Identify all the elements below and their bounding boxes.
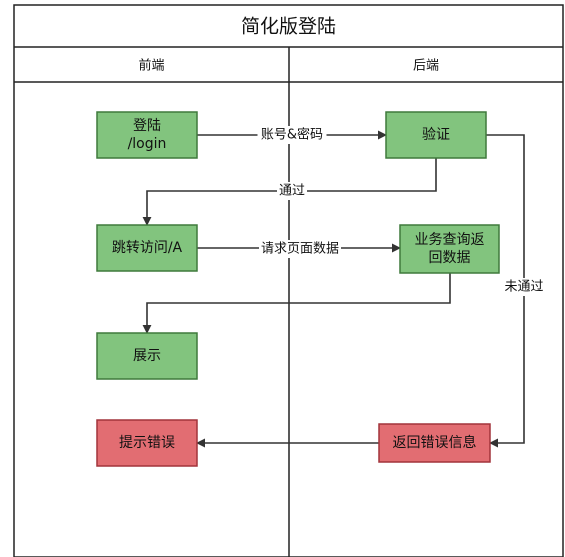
- node-label-login: 登陆: [133, 118, 161, 134]
- edge-e4: [142, 273, 451, 334]
- node-label-redirect: 跳转访问/A: [112, 240, 183, 256]
- diagram-title: 简化版登陆: [241, 16, 336, 38]
- node-label-verify: 验证: [422, 127, 450, 143]
- node-return_error[interactable]: 返回错误信息: [378, 423, 491, 463]
- node-verify[interactable]: 验证: [385, 111, 487, 159]
- node-box-query: [399, 224, 500, 274]
- node-label-login: /login: [128, 136, 167, 152]
- edge-label-e3: 请求页面数据: [261, 242, 339, 257]
- node-box-return_error: [378, 423, 491, 463]
- node-label-show: 展示: [133, 348, 161, 364]
- node-label-query: 业务查询返: [415, 232, 485, 248]
- edge-label-bg-e5: [502, 278, 546, 296]
- lane-label-frontend: 前端: [138, 58, 164, 74]
- edge-label-bg-e3: [259, 240, 341, 258]
- node-show[interactable]: 展示: [96, 332, 198, 380]
- edge-label-e1: 账号&密码: [261, 127, 323, 143]
- node-login[interactable]: 登陆/login: [96, 111, 198, 159]
- node-label-prompt_error: 提示错误: [119, 435, 175, 451]
- node-label-query: 回数据: [429, 250, 471, 266]
- edge-label-bg-e1: [257, 126, 327, 144]
- edge-label-e5: 未通过: [504, 280, 543, 295]
- node-box-verify: [385, 111, 487, 159]
- node-prompt_error[interactable]: 提示错误: [96, 419, 198, 467]
- node-box-login: [96, 111, 198, 159]
- node-box-show: [96, 332, 198, 380]
- edge-label-bg-e2: [277, 182, 307, 200]
- lane-label-backend: 后端: [413, 59, 439, 74]
- node-box-redirect: [96, 224, 198, 272]
- edge-label-e2: 通过: [279, 184, 305, 199]
- node-redirect[interactable]: 跳转访问/A: [96, 224, 198, 272]
- node-label-return_error: 返回错误信息: [393, 434, 477, 451]
- node-box-prompt_error: [96, 419, 198, 467]
